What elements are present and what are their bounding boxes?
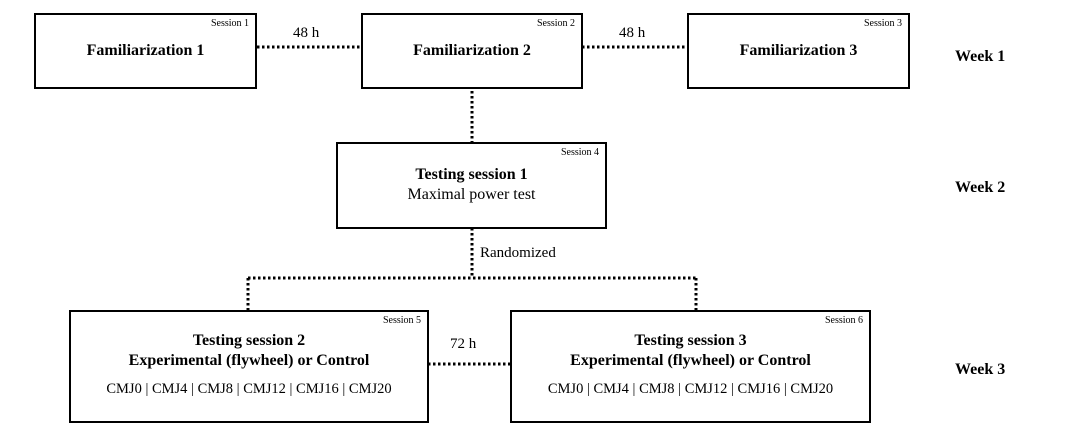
box-subtitle: Experimental (flywheel) or Control <box>128 352 370 369</box>
randomized-label: Randomized <box>480 245 556 261</box>
box-title: Testing session 3 <box>634 332 747 349</box>
interval-label-48h-second: 48 h <box>619 25 646 41</box>
week-label-2: Week 2 <box>955 179 1006 196</box>
box-title: Testing session 2 <box>192 332 306 349</box>
box-subtitle: Maximal power test <box>407 186 536 203</box>
familiarization-2-box: Session 2 Familiarization 2 <box>361 13 583 89</box>
interval-label-48h-first: 48 h <box>293 25 320 41</box>
session-tag: Session 1 <box>210 18 249 29</box>
box-detail: CMJ0 | CMJ4 | CMJ8 | CMJ12 | CMJ16 | CMJ… <box>547 381 834 397</box>
session-tag: Session 3 <box>863 18 902 29</box>
box-title: Familiarization 3 <box>739 42 858 59</box>
interval-label-72h: 72 h <box>450 336 477 352</box>
week-label-3: Week 3 <box>955 361 1006 378</box>
session-tag: Session 6 <box>824 315 863 326</box>
session-tag: Session 5 <box>382 315 421 326</box>
familiarization-1-box: Session 1 Familiarization 1 <box>34 13 257 89</box>
box-title: Familiarization 2 <box>413 42 531 59</box>
box-subtitle: Experimental (flywheel) or Control <box>570 352 811 369</box>
box-detail: CMJ0 | CMJ4 | CMJ8 | CMJ12 | CMJ16 | CMJ… <box>106 381 392 397</box>
session-tag: Session 4 <box>560 147 599 158</box>
week-label-1: Week 1 <box>955 48 1006 65</box>
familiarization-3-box: Session 3 Familiarization 3 <box>687 13 910 89</box>
testing-session-2-box: Session 5 Testing session 2 Experimental… <box>69 310 429 423</box>
box-title: Testing session 1 <box>415 166 528 183</box>
box-title: Familiarization 1 <box>86 42 205 59</box>
session-tag: Session 2 <box>536 18 575 29</box>
testing-session-1-box: Session 4 Testing session 1 Maximal powe… <box>336 142 607 229</box>
testing-session-3-box: Session 6 Testing session 3 Experimental… <box>510 310 871 423</box>
